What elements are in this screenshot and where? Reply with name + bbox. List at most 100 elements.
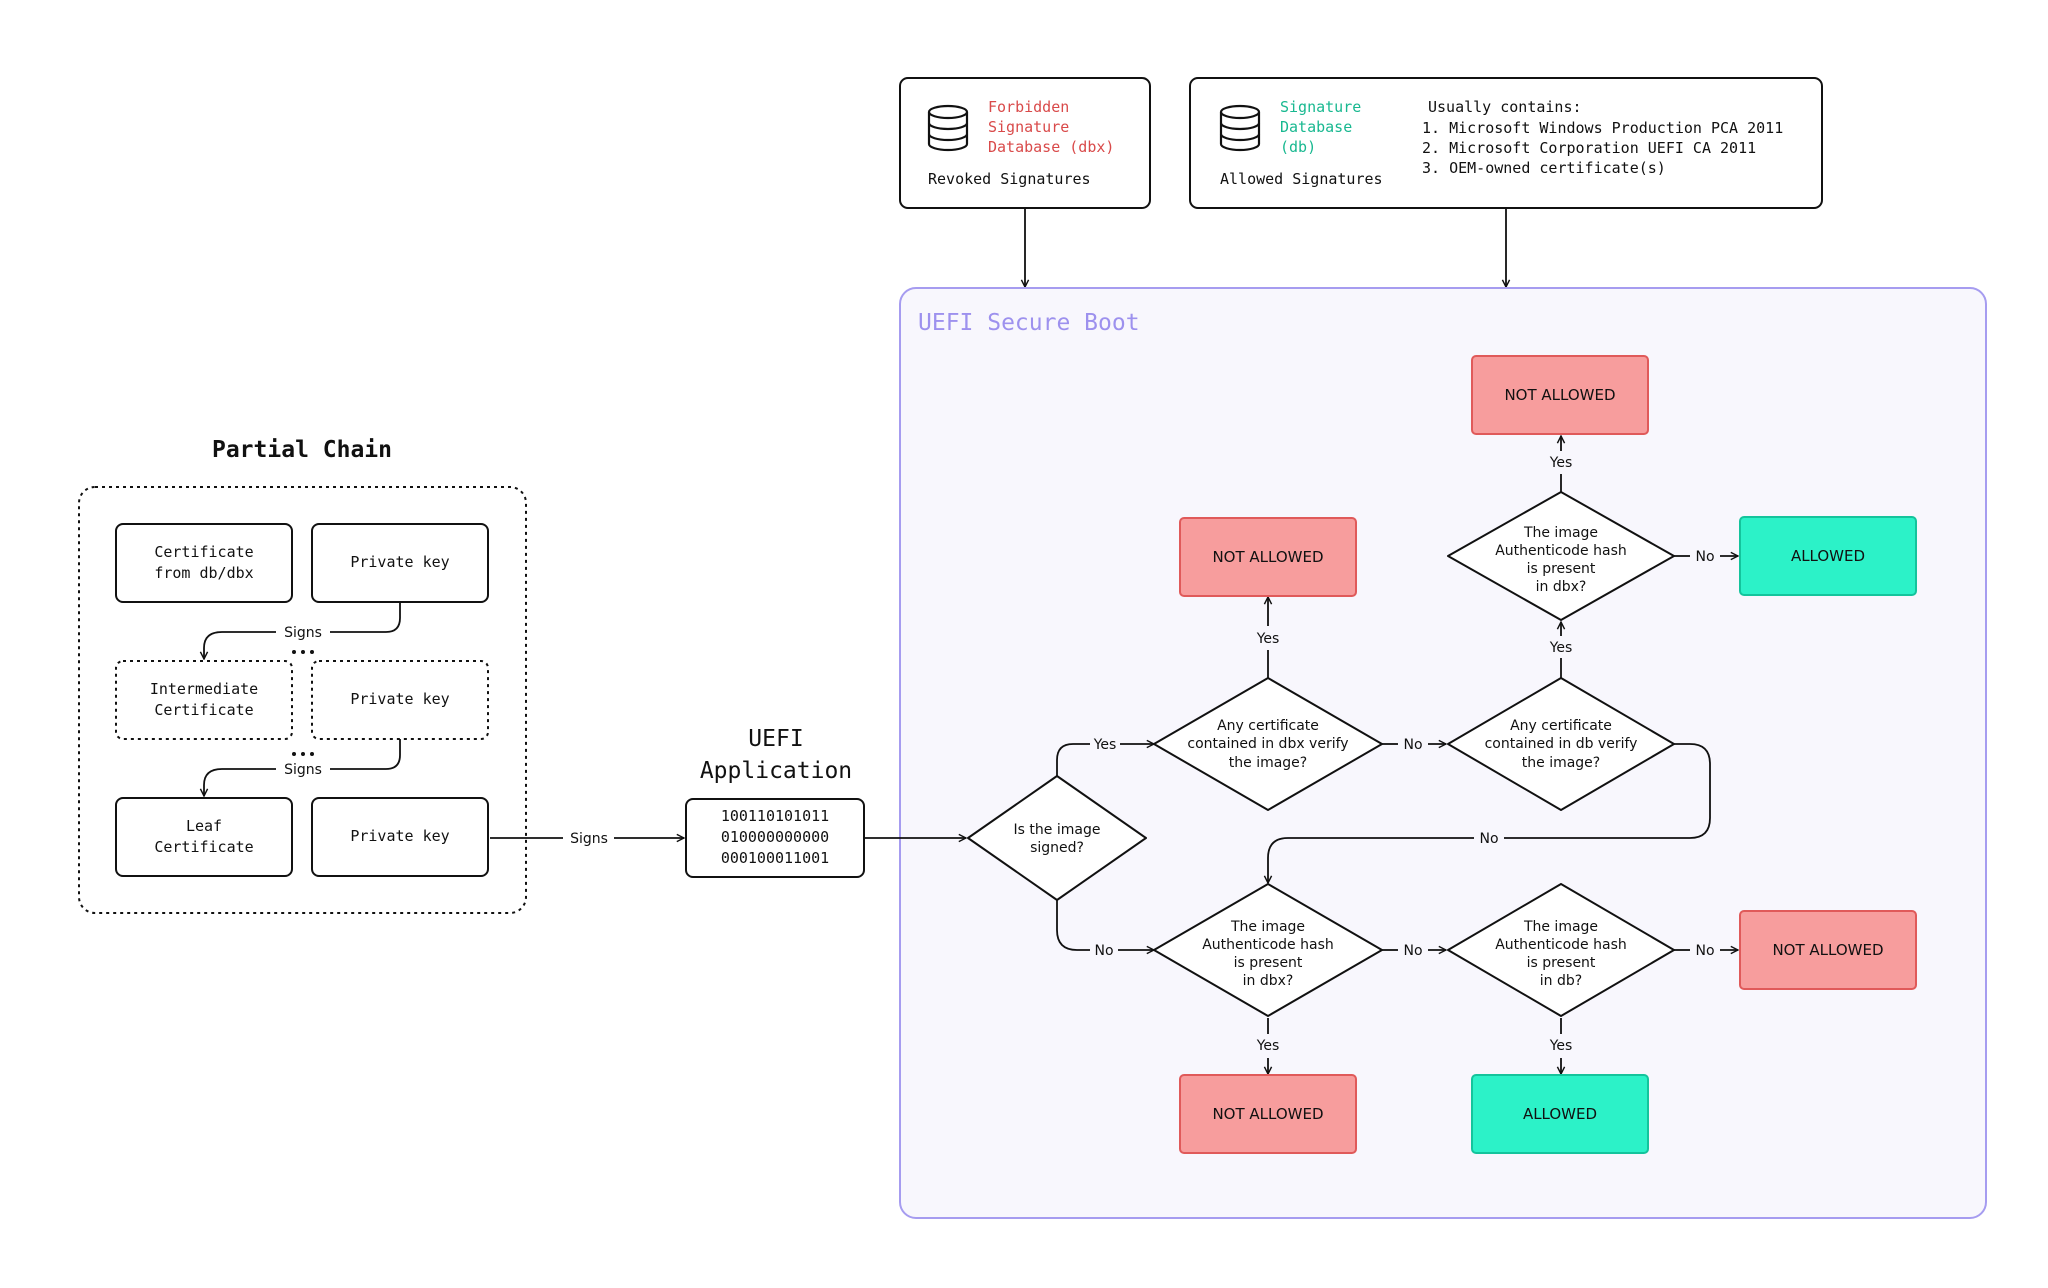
decision-text: Authenticode hash [1495, 937, 1627, 953]
outcome-not-allowed-cert-dbx: NOT ALLOWED [1179, 517, 1357, 597]
decision-text: Any certificate [1217, 718, 1319, 734]
intermediate-label: Certificate [154, 701, 253, 719]
db-box: Signature Database (db) Allowed Signatur… [1189, 77, 1823, 209]
outcome-label: ALLOWED [1523, 1105, 1597, 1123]
dbx-box: Forbidden Signature Database (dbx) Revok… [899, 77, 1151, 209]
uefi-application-binary: 100110101011 010000000000 000100011001 [685, 798, 865, 878]
no-label: No [1479, 831, 1498, 847]
yes-label: Yes [1549, 455, 1573, 471]
decision-text: the image? [1522, 755, 1600, 771]
certificate-db-dbx: Certificate from db/dbx [115, 523, 293, 603]
outcome-label: ALLOWED [1791, 547, 1865, 565]
decision-hash-in-dbx-top: The image Authenticode hash is present i… [1447, 491, 1675, 621]
uefi-application-title: Application [700, 758, 852, 784]
connector-signed-yes [1056, 743, 1090, 776]
signs-connector: Signs [204, 739, 401, 796]
private-key-3: Private key [311, 797, 489, 877]
dbx-name-line: Forbidden [988, 98, 1069, 116]
no-label: No [1403, 943, 1422, 959]
dbx-name-line: Database (dbx) [988, 138, 1114, 156]
leaf-label: Certificate [154, 838, 253, 856]
binary-line: 000100011001 [721, 849, 829, 867]
decision-text: Any certificate [1510, 718, 1612, 734]
yes-label: Yes [1256, 631, 1280, 647]
decision-cert-db-verify: Any certificate contained in db verify t… [1447, 677, 1675, 811]
yes-label: Yes [1549, 640, 1573, 656]
signs-connector: Signs [204, 602, 401, 659]
outcome-allowed-bottom: ALLOWED [1471, 1074, 1649, 1154]
signs-label: Signs [284, 625, 322, 641]
outcome-not-allowed-right: NOT ALLOWED [1739, 910, 1917, 990]
decision-text: is present [1527, 561, 1596, 577]
db-contains-item: 3. OEM-owned certificate(s) [1422, 159, 1666, 177]
secure-boot-title: UEFI Secure Boot [918, 310, 1140, 336]
private-key-2: Private key [311, 660, 489, 740]
decision-text: in dbx? [1536, 579, 1587, 595]
dbx-caption: Revoked Signatures [928, 170, 1091, 188]
signs-to-application-arrow: Signs [490, 831, 684, 847]
db-name-line: Signature [1280, 98, 1361, 116]
private-key-label: Private key [350, 827, 449, 845]
decision-text: The image [1523, 919, 1598, 935]
certificate-label: from db/dbx [154, 564, 253, 582]
decision-hash-in-dbx-bottom: The image Authenticode hash is present i… [1153, 883, 1383, 1017]
leaf-label: Leaf [186, 817, 222, 835]
yes-label: Yes [1093, 737, 1117, 753]
decision-text: Is the image [1014, 822, 1101, 838]
no-label: No [1403, 737, 1422, 753]
decision-text: contained in dbx verify [1187, 736, 1348, 752]
db-contains-title: Usually contains: [1428, 98, 1582, 116]
decision-text: the image? [1229, 755, 1307, 771]
outcome-label: NOT ALLOWED [1772, 941, 1883, 959]
db-contains-item: 1. Microsoft Windows Production PCA 2011 [1422, 119, 1783, 137]
decision-text: in dbx? [1243, 973, 1294, 989]
db-name-line: (db) [1280, 138, 1316, 156]
decision-text: is present [1234, 955, 1303, 971]
decision-is-image-signed: Is the image signed? [967, 775, 1147, 901]
outcome-not-allowed-top: NOT ALLOWED [1471, 355, 1649, 435]
partial-chain-title: Partial Chain [212, 437, 392, 463]
signs-label: Signs [570, 831, 608, 847]
no-label: No [1695, 549, 1714, 565]
binary-line: 100110101011 [721, 807, 829, 825]
connector-signed-no [1056, 896, 1090, 951]
decision-text: contained in db verify [1485, 736, 1638, 752]
outcome-not-allowed-bottom: NOT ALLOWED [1179, 1074, 1357, 1154]
decision-hash-in-db: The image Authenticode hash is present i… [1447, 883, 1675, 1017]
no-label: No [1695, 943, 1714, 959]
db-contains-item: 2. Microsoft Corporation UEFI CA 2011 [1422, 139, 1756, 157]
outcome-allowed-right: ALLOWED [1739, 516, 1917, 596]
db-name-line: Database [1280, 118, 1352, 136]
yes-label: Yes [1549, 1038, 1573, 1054]
database-icon [927, 104, 969, 152]
intermediate-label: Intermediate [150, 680, 258, 698]
decision-text: The image [1523, 525, 1598, 541]
decision-text: The image [1230, 919, 1305, 935]
intermediate-certificate: Intermediate Certificate [115, 660, 293, 740]
binary-line: 010000000000 [721, 828, 829, 846]
dbx-name-line: Signature [988, 118, 1069, 136]
decision-cert-dbx-verify: Any certificate contained in dbx verify … [1153, 677, 1383, 811]
private-key-label: Private key [350, 690, 449, 708]
no-label: No [1094, 943, 1113, 959]
signs-label: Signs [284, 762, 322, 778]
partial-chain-frame [78, 486, 527, 914]
decision-text: in db? [1540, 973, 1582, 989]
private-key-1: Private key [311, 523, 489, 603]
connector-cert-db-no [1504, 743, 1711, 839]
yes-label: Yes [1256, 1038, 1280, 1054]
outcome-label: NOT ALLOWED [1504, 386, 1615, 404]
database-icon [1219, 104, 1261, 152]
outcome-label: NOT ALLOWED [1212, 548, 1323, 566]
decision-text: Authenticode hash [1202, 937, 1334, 953]
outcome-label: NOT ALLOWED [1212, 1105, 1323, 1123]
decision-text: signed? [1030, 840, 1084, 856]
certificate-label: Certificate [154, 543, 253, 561]
decision-text: is present [1527, 955, 1596, 971]
uefi-application-title: UEFI [748, 726, 803, 752]
secure-boot-frame: UEFI Secure Boot [899, 287, 1987, 1219]
leaf-certificate: Leaf Certificate [115, 797, 293, 877]
decision-text: Authenticode hash [1495, 543, 1627, 559]
db-caption: Allowed Signatures [1220, 170, 1383, 188]
